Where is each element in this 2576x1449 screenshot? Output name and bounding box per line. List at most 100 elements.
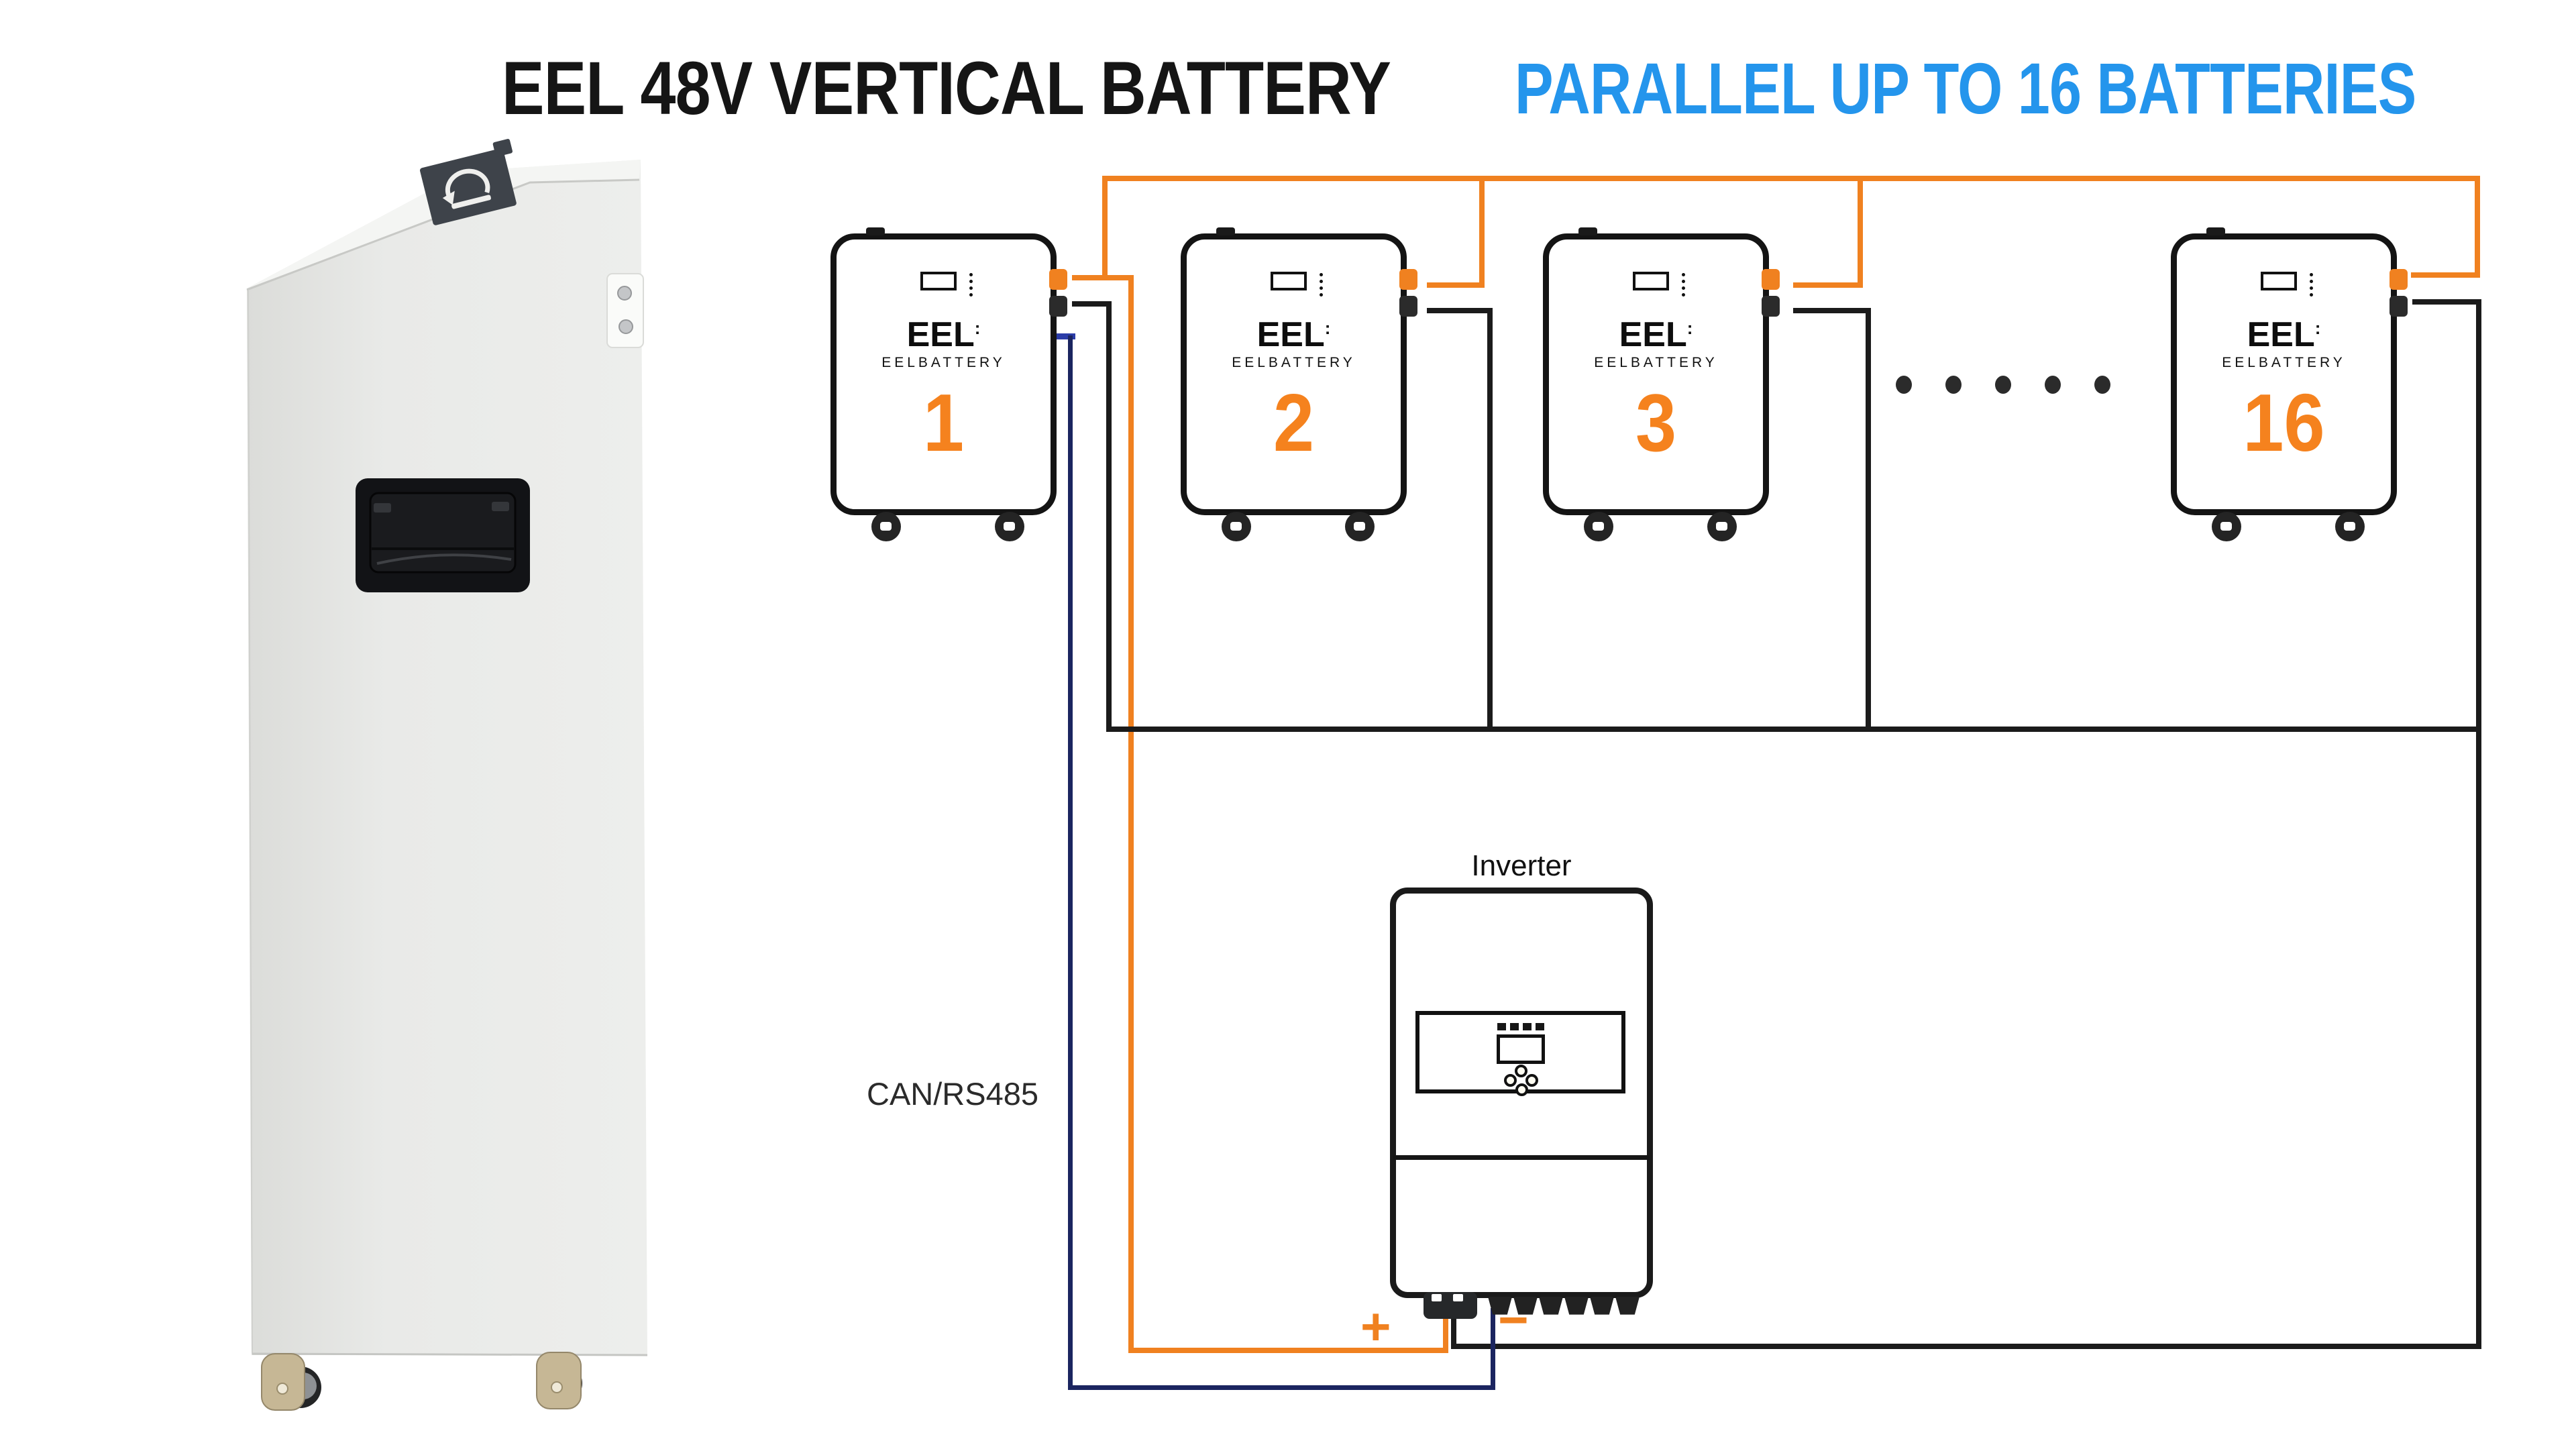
battery-display [920,272,957,290]
inverter-buttons [1503,1065,1538,1096]
handle [356,478,530,592]
caster-wheel [2335,512,2365,541]
battery-number: 16 [2243,377,2325,468]
wire-negative-bus [1106,727,2481,732]
wire-negative-drop-battery-16 [2476,299,2481,1349]
negative-terminal [1399,296,1417,317]
positive-terminal [1399,269,1417,290]
wire-positive-riser-battery-16 [2475,176,2480,278]
battery-led-dots [1682,273,1685,297]
wire-positive-drop-to-inverter [1128,275,1134,1353]
wire-negative-drop-battery-3 [1866,308,1871,732]
wire-positive-riser-battery-1 [1102,176,1108,280]
rotate-arrow-icon [445,168,490,202]
caster-wheel [1707,512,1737,541]
battery-brand: EELBATTERY [2222,355,2346,370]
battery-display [1271,272,1307,290]
wire-positive-link-battery-3 [1793,282,1863,288]
caster-wheel [2212,512,2241,541]
battery-unit-1: EEL: EELBATTERY 1 [830,227,1067,541]
parallel-ellipsis [1896,376,2110,394]
battery-led-dots [969,273,973,297]
battery-unit-16: EEL: EELBATTERY 16 [2171,227,2408,541]
battery-led-dots [2310,273,2313,297]
caster-wheel [871,512,901,541]
battery-unit-3: EEL: EELBATTERY 3 [1543,227,1780,541]
caster-wheel [995,512,1024,541]
wire-negative-inverter-up [1451,1312,1456,1349]
terminal-fin [1539,1297,1563,1315]
hinge-plate [606,273,644,348]
terminal-fin [1615,1297,1640,1315]
caster-wheel [1345,512,1375,541]
battery-display [1633,272,1669,290]
inverter [1390,876,1653,1319]
terminal-fin [1590,1297,1614,1315]
negative-terminal [1049,296,1067,317]
wire-comm-stub [1039,333,1075,339]
wire-comm-inverter-up [1491,1308,1495,1390]
wire-negative-link-battery-1 [1072,301,1112,307]
battery-unit-2: EEL: EELBATTERY 2 [1181,227,1417,541]
screw-icon [617,286,632,301]
wire-positive-inverter-up [1443,1318,1448,1353]
caster-wheel [1222,512,1251,541]
positive-terminal [2390,269,2408,290]
inverter-label: Inverter [1471,849,1572,882]
battery-logo: EEL: [906,315,981,354]
vent-nub [866,227,885,235]
comm-protocol-label: CAN/RS485 [867,1076,1038,1112]
screw-icon [619,319,633,334]
vent-nub [2206,227,2225,235]
vertical-battery-photo [246,139,648,1411]
wire-positive-link-battery-16 [2411,272,2480,278]
wire-negative-link-battery-3 [1793,308,1871,313]
caster-wheel [261,1353,321,1411]
page-title: EEL 48V VERTICAL BATTERY [502,46,1391,130]
wire-positive-bottom-run [1128,1348,1448,1353]
positive-terminal [1049,269,1067,290]
plus-label: + [1360,1297,1391,1356]
battery-logo: EEL: [1619,315,1693,354]
button-right[interactable] [1525,1074,1538,1087]
battery-number: 1 [922,377,965,468]
wire-negative-bottom-run [1451,1344,2481,1349]
wire-negative-drop-battery-2 [1487,308,1493,732]
status-led-row [1497,1023,1544,1030]
battery-logo: EEL: [2247,315,2321,354]
wire-negative-link-battery-16 [2412,299,2481,305]
inverter-screen [1496,1034,1545,1064]
cabinet-body [246,160,648,1356]
caster-wheel [1584,512,1613,541]
vent-nub [1578,227,1597,235]
caster-wheel [536,1352,582,1409]
divider [1393,1155,1650,1160]
negative-terminal [1762,296,1780,317]
top-bracket [420,139,517,225]
wire-positive-riser-battery-2 [1479,176,1485,288]
inverter-display-panel [1415,1011,1625,1096]
wire-positive-link-battery-2 [1427,282,1485,288]
parallel-title: PARALLEL UP TO 16 BATTERIES [1515,48,2416,129]
button-down[interactable] [1515,1083,1528,1096]
button-up[interactable] [1514,1065,1527,1077]
battery-led-dots [1320,273,1323,297]
wire-comm-bottom-run [1068,1385,1495,1390]
positive-terminal [1762,269,1780,290]
battery-number: 2 [1273,377,1315,468]
minus-label: − [1498,1290,1529,1349]
terminal-fin [1513,1297,1538,1315]
battery-logo: EEL: [1256,315,1331,354]
battery-brand: EELBATTERY [1232,355,1356,370]
negative-terminal [2390,296,2408,317]
button-left[interactable] [1503,1074,1517,1087]
battery-brand: EELBATTERY [881,355,1006,370]
vent-nub [1216,227,1235,235]
wire-negative-link-battery-2 [1427,308,1493,313]
wire-comm-drop [1068,335,1073,1390]
battery-number: 3 [1635,377,1677,468]
terminal-fin [1488,1297,1512,1315]
battery-brand: EELBATTERY [1594,355,1718,370]
wire-negative-drop-battery-1 [1106,301,1112,732]
